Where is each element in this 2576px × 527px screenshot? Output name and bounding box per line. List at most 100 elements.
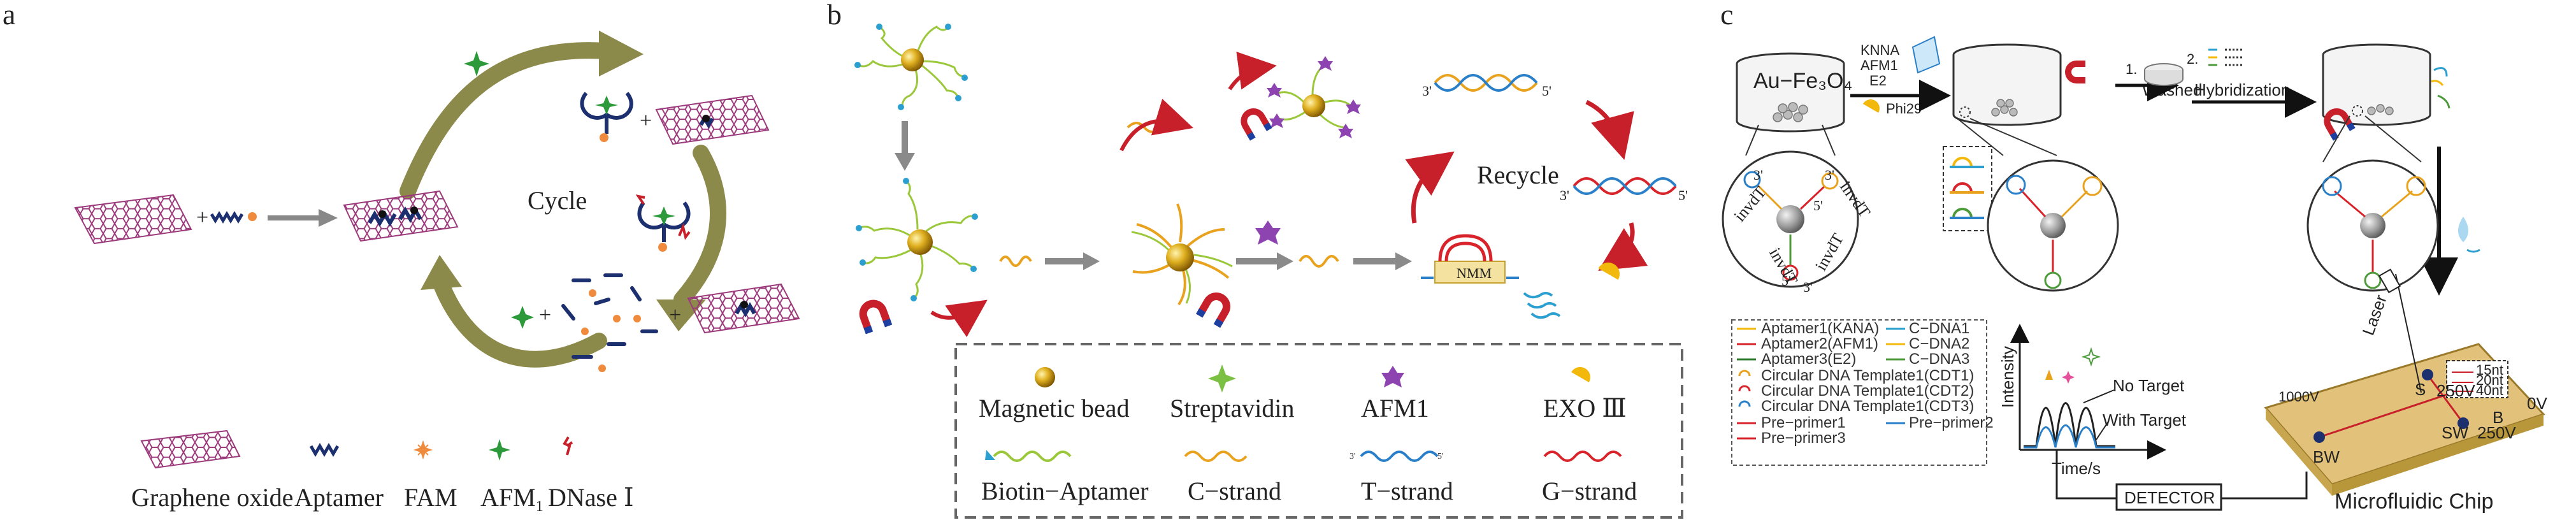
c-strand-released-1 [999, 256, 1032, 267]
legend-c-left-6: Pre−primer1 [1761, 414, 1846, 431]
invdt-end-5a: 5' [1813, 198, 1823, 213]
legend-c-left-1: Aptamer2(AFM1) [1761, 335, 1878, 352]
legend-biotin-aptamer: Biotin−Aptamer [981, 477, 1149, 505]
legend-c-right-0: C−DNA1 [1909, 320, 1969, 337]
panel-c-legend: Aptamer1(KANA) Aptamer2(AFM1) Aptamer3(E… [1731, 319, 1994, 466]
legend-c-left-0: Aptamer1(KANA) [1761, 320, 1879, 337]
loose-strands-c [2431, 67, 2450, 109]
legend-exo-icon [1571, 367, 1590, 382]
c-strand-released-2 [1299, 255, 1339, 268]
reagent-afm1: AFM1 [1860, 57, 1898, 73]
magnet-icon-b1 [859, 300, 893, 335]
hybridized-container [2322, 43, 2431, 126]
panel-b-letter: b [827, 0, 842, 31]
with-target-label: With Target [2103, 410, 2187, 430]
legend-fam-label: FAM [404, 483, 457, 512]
legend-c-swatches [1737, 328, 1905, 440]
red-arrow-recycle-right [1585, 99, 1634, 161]
cycle-arrow-top [399, 42, 614, 199]
t-strand-duplex-top: 3' 5' [1422, 74, 1551, 99]
legend-magnetic-bead: Magnetic bead [979, 394, 1130, 422]
legend-aptamer-icon [309, 443, 340, 457]
cycle-arrow-bottom [431, 272, 607, 368]
fam-on-aptamer [248, 212, 257, 221]
afm1-star-bottom [511, 306, 534, 329]
g-duplex-3-end: 3' [1560, 187, 1569, 203]
magnet-icon-b2 [1196, 292, 1231, 328]
legend-biotin-aptamer-icon [985, 450, 1072, 462]
legend-c-right-labels: C−DNA1 C−DNA2 C−DNA3 Pre−primer2 [1909, 320, 1994, 431]
grey-arrowhead-b2 [1277, 252, 1293, 270]
plot-marker-icons [2045, 347, 2101, 384]
legend-c-left-7: Pre−primer3 [1761, 430, 1846, 447]
magnified-bead-hybridized [2306, 159, 2439, 292]
t-strand-icon-3-end: 3' [1349, 452, 1356, 461]
magnetic-bead-2 [907, 229, 933, 255]
cycle-arrowhead-top [599, 31, 644, 76]
invdt-end-3b: 3' [1825, 167, 1834, 183]
nt15-label: 15nt [2476, 362, 2503, 378]
legend-afm1-b: AFM1 [1361, 394, 1429, 422]
panel-b-legend: Magnetic bead Streptavidin AFM1 EXO Ⅲ 3'… [954, 343, 1683, 519]
panel-a-letter: a [3, 0, 15, 31]
cycle-arrows [399, 42, 726, 368]
aptamer-free [210, 211, 244, 224]
bead-with-aptamers-top [854, 24, 968, 110]
curve-with-target [2024, 424, 2115, 449]
legend-t-strand-icon: 3' 5' [1349, 451, 1444, 462]
legend-afm1-label: AFM1 [480, 483, 543, 515]
s-label: S [2415, 380, 2426, 399]
afm1-star-top [464, 51, 489, 76]
intensity-plot: Intensity Time/s No Target With Target [1998, 324, 2187, 478]
nt40-label: 40nt [2476, 382, 2503, 398]
red-curve-arrow-b3 [1228, 52, 1277, 90]
invdt-end-5b: 5' [1781, 273, 1791, 289]
legend-c-left-4: Circular DNA Template1(CDT2) [1761, 382, 1974, 400]
panel-a-legend: Graphene oxide Aptamer FAM AFM1 DNase Ⅰ [131, 430, 634, 515]
magnetic-bead-1 [901, 48, 924, 71]
plus-sign-2: + [640, 109, 652, 133]
panel-a: a Cycle + [3, 0, 800, 515]
legend-c-strand-icon [1184, 451, 1248, 462]
magnetic-bead-4 [1302, 94, 1325, 117]
g-quadruplex-nmm: NMM [1421, 234, 1519, 284]
v250b-label: 250V [2477, 423, 2516, 442]
legend-g-strand: G−strand [1542, 477, 1637, 505]
step2-num: 2. [2187, 51, 2198, 67]
legend-box-c [1731, 319, 1987, 466]
legend-c-right-1: C−DNA2 [1909, 335, 1969, 352]
legend-graphene-label: Graphene oxide [131, 483, 293, 512]
template-box [1943, 146, 1992, 231]
blue-strand-fragments [1523, 292, 1561, 319]
bead-with-aptamers-lower [856, 178, 978, 301]
magnified-bead-amplified [1987, 159, 2119, 292]
down-arrowhead-b [895, 153, 915, 171]
graphene-sheet-start [74, 194, 192, 245]
plus-sign-3: + [539, 303, 551, 327]
graphene-sheet-final [687, 283, 800, 334]
invdt-end-3a: 3' [1753, 167, 1763, 183]
reaction-container [1952, 43, 2062, 126]
nt20-label: 20nt [2476, 372, 2503, 388]
aptamer-dnase-complex [635, 194, 691, 252]
reagent-kana: KNNA [1860, 42, 1899, 58]
legend-afm1-icon-b [1381, 366, 1404, 387]
magnet-icon-c1 [2065, 61, 2085, 83]
legend-c-right-2: C−DNA3 [1909, 350, 1969, 368]
red-curve-arrow-b1 [930, 300, 988, 338]
with-target-pointer [2096, 420, 2110, 440]
bead-with-c-strands [1131, 203, 1233, 306]
graphene-with-aptamers [343, 190, 459, 242]
red-arrow-recycle-down [1598, 222, 1648, 271]
no-target-label: No Target [2113, 376, 2185, 395]
au-fe3o4-container: Au−Fe₃O₄ [1736, 52, 1852, 133]
reagent-list: KNNA AFM1 E2 Phi29 [1860, 36, 1941, 117]
au-fe3o4-label: Au−Fe₃O₄ [1753, 69, 1852, 93]
hybridization-lines-icon [2208, 48, 2243, 66]
red-arrow-recycle-up [1405, 151, 1455, 224]
laser-label: Laser [2358, 292, 2391, 338]
microfluidic-chip: Laser 15nt 20nt 40nt 1000V BW S 250V 0V … [2264, 268, 2547, 514]
aptamer-fragments [561, 273, 658, 359]
nmm-label: NMM [1457, 265, 1492, 281]
